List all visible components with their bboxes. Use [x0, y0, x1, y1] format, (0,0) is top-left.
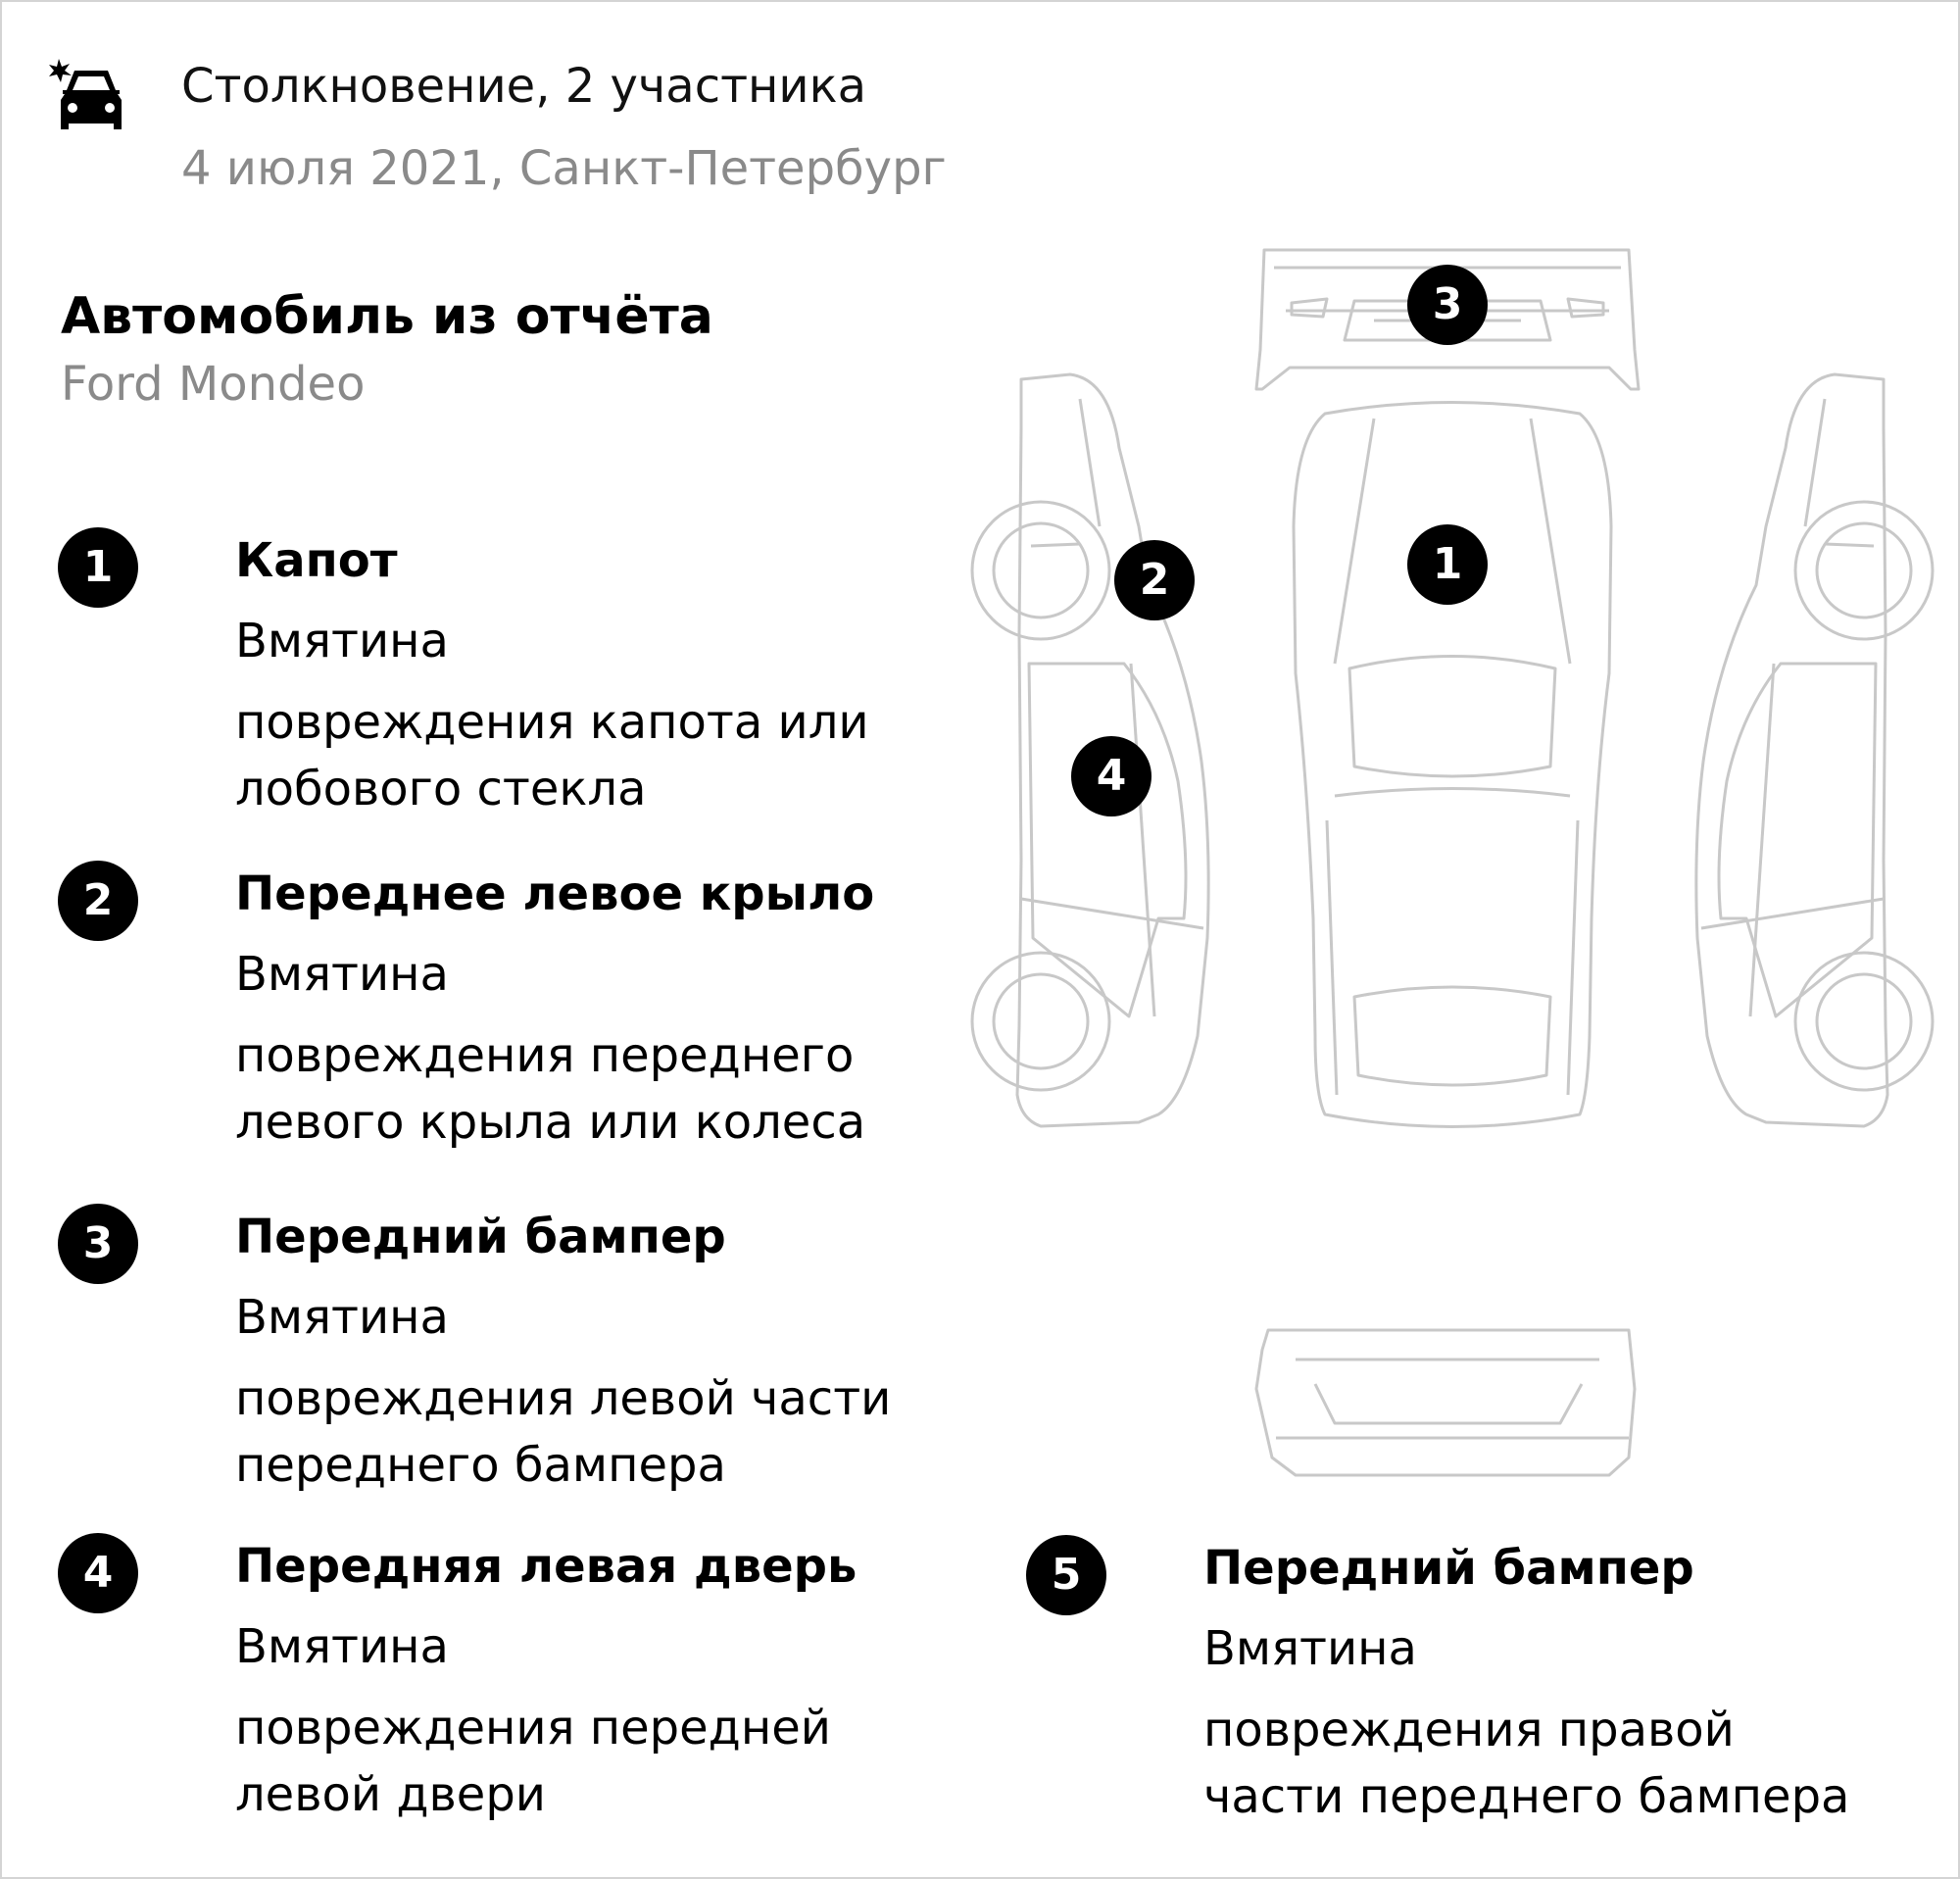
- damage-type-2: Вмятина: [235, 947, 449, 1002]
- damage-type-1: Вмятина: [235, 614, 449, 668]
- car-outline-svg: [970, 248, 1935, 1477]
- car-damage-diagram: 3 1 2 4: [962, 232, 1942, 1497]
- damage-marker-4: 4: [58, 1533, 138, 1613]
- top-view-outline: [1292, 401, 1613, 1128]
- diagram-marker-4: 4: [1071, 736, 1152, 816]
- diagram-marker-3: 3: [1407, 265, 1488, 345]
- diagram-marker-1: 1: [1407, 524, 1488, 605]
- damage-marker-5: 5: [1026, 1535, 1106, 1615]
- damage-marker-1: 1: [58, 527, 138, 608]
- damage-marker-2: 2: [58, 861, 138, 941]
- damage-description-3: повреждения левой части переднего бампер…: [235, 1371, 892, 1493]
- damage-part-5: Передний бампер: [1203, 1541, 1694, 1596]
- car-crash-icon: [45, 51, 133, 139]
- damage-description-2: повреждения переднего левого крыла или к…: [235, 1028, 866, 1150]
- damage-type-3: Вмятина: [235, 1290, 449, 1345]
- incident-title: Столкновение, 2 участника: [181, 59, 867, 114]
- right-side-view-outline: [1694, 372, 1935, 1128]
- damage-type-5: Вмятина: [1203, 1621, 1417, 1676]
- damage-description-4: повреждения передней левой двери: [235, 1701, 831, 1822]
- damage-description-1: повреждения капота или лобового стекла: [235, 695, 869, 816]
- vehicle-model: Ford Mondeo: [61, 357, 366, 412]
- rear-view-outline: [1254, 1328, 1637, 1477]
- left-side-view-outline: [970, 372, 1210, 1128]
- damage-part-3: Передний бампер: [235, 1210, 726, 1264]
- diagram-marker-2: 2: [1114, 540, 1195, 620]
- damage-marker-3: 3: [58, 1204, 138, 1284]
- damage-part-4: Передняя левая дверь: [235, 1539, 858, 1594]
- damage-description-5: повреждения правой части переднего бампе…: [1203, 1703, 1850, 1824]
- damage-type-4: Вмятина: [235, 1619, 449, 1674]
- vehicle-heading: Автомобиль из отчёта: [61, 287, 713, 346]
- damage-part-1: Капот: [235, 533, 398, 588]
- damage-part-2: Переднее левое крыло: [235, 866, 875, 921]
- incident-date-location: 4 июля 2021, Санкт-Петербург: [181, 141, 947, 196]
